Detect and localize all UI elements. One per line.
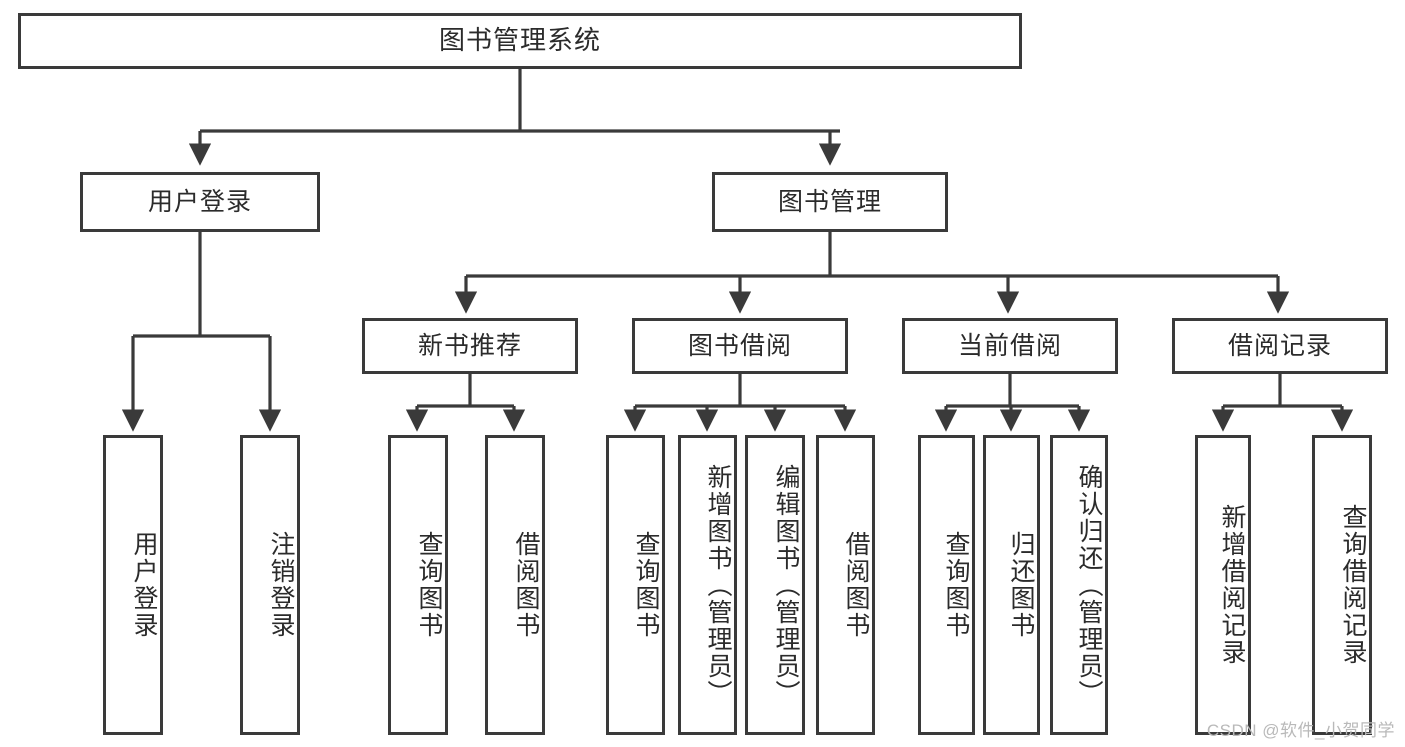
node-leaf-query-record[interactable]: 查询借阅记录: [1312, 435, 1372, 735]
node-leaf-edit-book-label: 编辑图书（管理员）: [772, 463, 800, 707]
node-leaf-logout[interactable]: 注销登录: [240, 435, 300, 735]
node-leaf-edit-book[interactable]: 编辑图书（管理员）: [745, 435, 805, 735]
edge-book-manage-to-level3: [454, 232, 1290, 314]
node-root-label: 图书管理系统: [438, 25, 601, 56]
node-user-login-label: 用户登录: [147, 188, 252, 216]
node-leaf-return-book[interactable]: 归还图书: [983, 435, 1040, 735]
node-leaf-user-login[interactable]: 用户登录: [103, 435, 163, 735]
node-leaf-return-book-label: 归还图书: [1007, 531, 1035, 639]
edge-root-to-level2: [188, 69, 842, 166]
node-leaf-add-book-label: 新增图书（管理员）: [704, 463, 732, 707]
node-leaf-add-record-label: 新增借阅记录: [1218, 504, 1246, 666]
node-leaf-query-record-label: 查询借阅记录: [1339, 504, 1367, 666]
node-leaf-query-book-2-label: 查询图书: [632, 531, 660, 639]
node-leaf-add-book[interactable]: 新增图书（管理员）: [678, 435, 737, 735]
node-borrow-record-label: 借阅记录: [1227, 332, 1332, 360]
node-new-book-recommend-label: 新书推荐: [417, 332, 522, 360]
edge-book-borrow-to-leaves: [623, 374, 857, 432]
node-leaf-query-book-1-label: 查询图书: [415, 531, 443, 639]
node-leaf-user-login-label: 用户登录: [130, 531, 158, 639]
edge-borrow-record-to-leaves: [1211, 374, 1354, 432]
node-root[interactable]: 图书管理系统: [18, 13, 1022, 69]
node-leaf-query-book-1[interactable]: 查询图书: [388, 435, 448, 735]
csdn-watermark: CSDN @软件_小贺同学: [1206, 721, 1395, 740]
node-leaf-borrow-book-1[interactable]: 借阅图书: [485, 435, 545, 735]
node-leaf-add-record[interactable]: 新增借阅记录: [1195, 435, 1251, 735]
node-current-borrow-label: 当前借阅: [957, 332, 1062, 360]
node-book-manage[interactable]: 图书管理: [712, 172, 948, 232]
node-leaf-query-book-3[interactable]: 查询图书: [918, 435, 975, 735]
node-user-login[interactable]: 用户登录: [80, 172, 320, 232]
node-leaf-confirm-return-label: 确认归还（管理员）: [1075, 463, 1103, 707]
edge-new-book-recommend-to-leaves: [405, 374, 526, 432]
node-leaf-confirm-return[interactable]: 确认归还（管理员）: [1050, 435, 1108, 735]
node-leaf-borrow-book-2-label: 借阅图书: [842, 531, 870, 639]
node-current-borrow[interactable]: 当前借阅: [902, 318, 1118, 374]
node-leaf-query-book-3-label: 查询图书: [942, 531, 970, 639]
node-leaf-logout-label: 注销登录: [267, 531, 295, 639]
node-book-borrow[interactable]: 图书借阅: [632, 318, 848, 374]
edge-current-borrow-to-leaves: [934, 374, 1091, 432]
node-leaf-borrow-book-1-label: 借阅图书: [512, 531, 540, 639]
node-book-manage-label: 图书管理: [777, 188, 882, 216]
node-leaf-borrow-book-2[interactable]: 借阅图书: [816, 435, 875, 735]
node-book-borrow-label: 图书借阅: [687, 332, 792, 360]
node-new-book-recommend[interactable]: 新书推荐: [362, 318, 578, 374]
edge-user-login-to-leaves: [121, 232, 282, 432]
node-borrow-record[interactable]: 借阅记录: [1172, 318, 1388, 374]
node-leaf-query-book-2[interactable]: 查询图书: [606, 435, 665, 735]
